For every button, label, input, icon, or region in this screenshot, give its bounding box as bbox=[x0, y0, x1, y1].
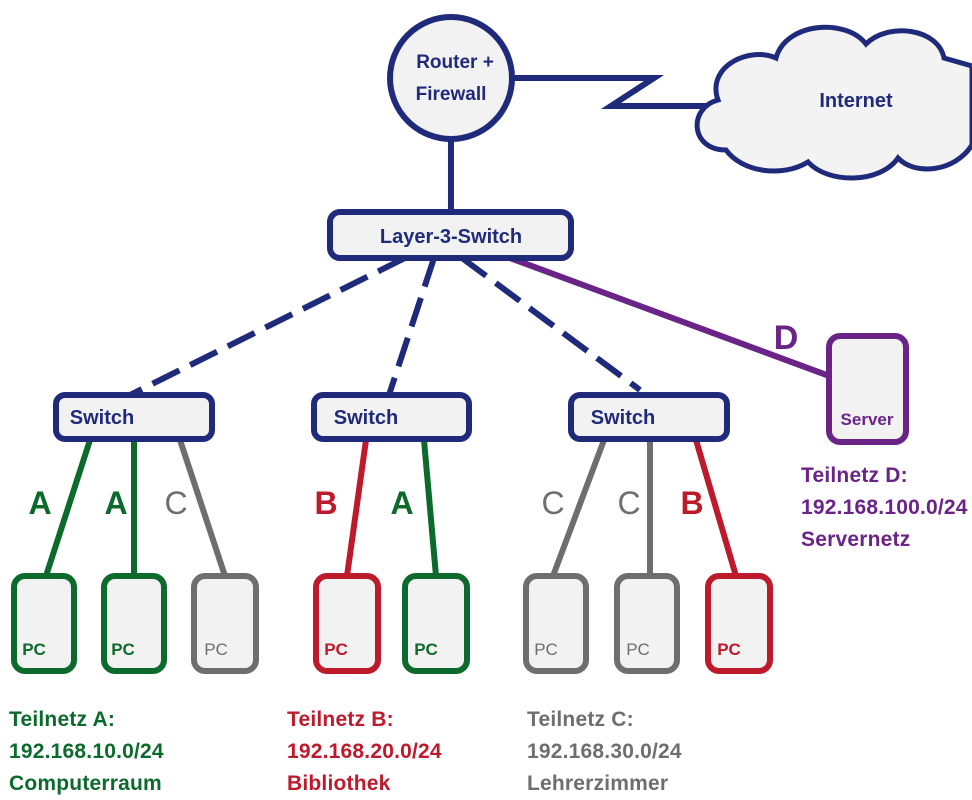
router-icon bbox=[387, 14, 515, 142]
link-pc6 bbox=[550, 438, 607, 578]
pc-box-4 bbox=[313, 573, 381, 674]
router-label-line1: Router + bbox=[416, 52, 494, 73]
link-pc5 bbox=[421, 439, 439, 577]
pc-label-4: PC bbox=[324, 640, 348, 659]
pc-label-2: PC bbox=[111, 640, 135, 659]
server-box bbox=[826, 333, 909, 445]
link-label-2: A bbox=[104, 485, 127, 521]
switch-label-3: Switch bbox=[591, 407, 655, 429]
link-label-3: C bbox=[164, 485, 187, 521]
trunk-link-3 bbox=[460, 255, 642, 393]
wan-link bbox=[505, 75, 760, 109]
subnet-b-network: 192.168.20.0/24 bbox=[287, 740, 442, 763]
link-label-8: B bbox=[680, 485, 703, 521]
switch-label-2: Switch bbox=[334, 407, 398, 429]
link-pc1 bbox=[43, 439, 93, 577]
internet-cloud-icon bbox=[694, 24, 972, 181]
trunk-link-2 bbox=[386, 257, 437, 396]
link-pc3 bbox=[177, 439, 228, 577]
switch-label-1: Switch bbox=[70, 407, 134, 429]
server-label: Server bbox=[841, 410, 894, 429]
link-label-6: C bbox=[541, 485, 564, 521]
switch-box-3 bbox=[568, 392, 730, 442]
subnet-b-title: Teilnetz B: bbox=[287, 708, 394, 731]
server-link-label: D bbox=[774, 319, 799, 357]
subnet-c-network: 192.168.30.0/24 bbox=[527, 740, 682, 763]
pc-box-5 bbox=[402, 573, 470, 674]
subnet-a-title: Teilnetz A: bbox=[9, 708, 116, 731]
link-pc4 bbox=[344, 439, 369, 577]
pc-box-8 bbox=[705, 573, 773, 674]
router-label-line2: Firewall bbox=[416, 84, 487, 105]
subnet-d-name: Servernetz bbox=[801, 528, 911, 551]
link-label-7: C bbox=[617, 485, 640, 521]
pc-label-7: PC bbox=[626, 640, 650, 659]
subnet-b-name: Bibliothek bbox=[287, 772, 391, 795]
subnet-d-caption: Teilnetz D: 192.168.100.0/24 Servernetz bbox=[801, 460, 968, 556]
link-label-5: A bbox=[390, 485, 413, 521]
switch-box-1 bbox=[53, 392, 215, 442]
pc-box-3 bbox=[191, 573, 259, 674]
internet-label: Internet bbox=[819, 90, 893, 112]
server-link bbox=[508, 255, 834, 380]
pc-box-2 bbox=[101, 573, 167, 674]
layer3-switch-box bbox=[327, 209, 574, 261]
switch-box-2 bbox=[311, 392, 472, 442]
subnet-a-caption: Teilnetz A: 192.168.10.0/24 Computerraum bbox=[9, 704, 164, 800]
pc-label-3: PC bbox=[204, 640, 228, 659]
subnet-b-caption: Teilnetz B: 192.168.20.0/24 Bibliothek bbox=[287, 704, 442, 800]
link-label-1: A bbox=[28, 485, 51, 521]
pc-box-7 bbox=[614, 573, 680, 674]
subnet-a-network: 192.168.10.0/24 bbox=[9, 740, 164, 763]
subnet-a-name: Computerraum bbox=[9, 772, 162, 795]
pc-box-6 bbox=[523, 573, 589, 674]
pc-label-6: PC bbox=[534, 640, 558, 659]
pc-label-5: PC bbox=[414, 640, 438, 659]
layer3-switch-label: Layer-3-Switch bbox=[380, 226, 522, 248]
pc-label-1: PC bbox=[22, 640, 46, 659]
link-pc8 bbox=[693, 439, 739, 577]
trunk-link-1 bbox=[128, 255, 407, 398]
pc-label-8: PC bbox=[717, 640, 741, 659]
link-label-4: B bbox=[314, 485, 337, 521]
subnet-c-name: Lehrerzimmer bbox=[527, 772, 669, 795]
pc-box-1 bbox=[11, 573, 77, 674]
subnet-c-caption: Teilnetz C: 192.168.30.0/24 Lehrerzimmer bbox=[527, 704, 682, 800]
subnet-d-title: Teilnetz D: bbox=[801, 464, 908, 487]
subnet-d-network: 192.168.100.0/24 bbox=[801, 496, 968, 519]
subnet-c-title: Teilnetz C: bbox=[527, 708, 634, 731]
